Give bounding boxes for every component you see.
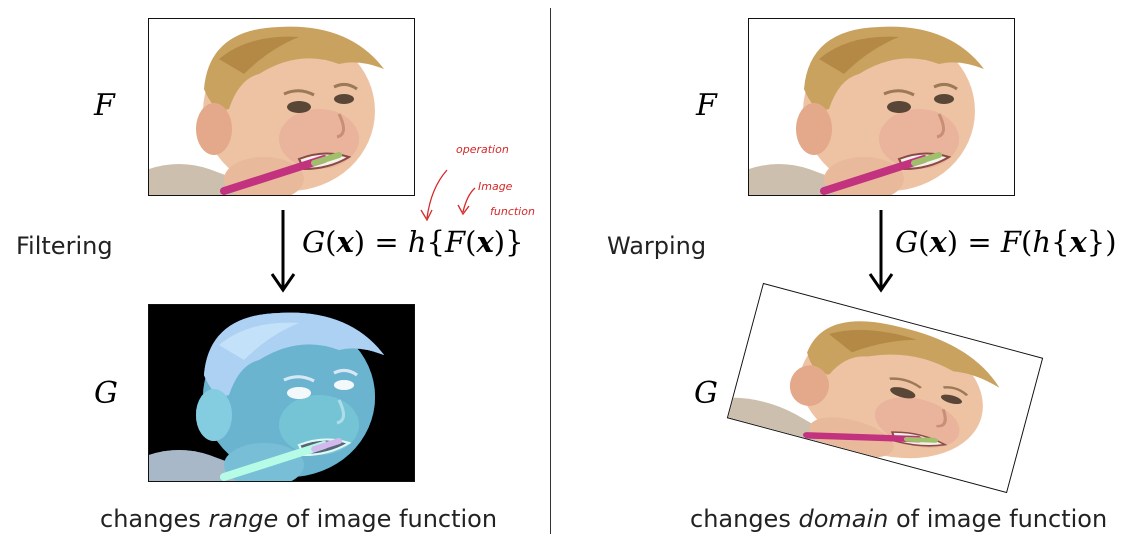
filtering-down-arrow	[270, 210, 296, 293]
left-bottom-symbol: G	[94, 376, 118, 411]
annotation-arrows	[420, 169, 476, 222]
warping-caption: changes domain of image function	[690, 505, 1108, 533]
eq-x2-right: x	[1069, 225, 1087, 259]
caption-range: range	[208, 505, 279, 533]
right-bottom-symbol: G	[694, 376, 718, 411]
right-top-symbol: F	[696, 88, 717, 123]
filtering-label: Filtering	[16, 232, 113, 260]
eq-x2: x	[476, 225, 494, 259]
filtering-equation: G(x) = h{F(x)}	[302, 225, 524, 259]
warping-equation: G(x) = F(h{x})	[895, 225, 1117, 259]
eq-h-right: h	[1032, 225, 1051, 259]
filtering-caption: changes range of image function	[100, 505, 498, 533]
annotation-function: function	[490, 205, 535, 218]
left-top-symbol: F	[94, 88, 115, 123]
eq-g-right: G	[895, 225, 919, 259]
eq-f: F	[445, 225, 466, 259]
eq-g: G	[302, 225, 326, 259]
annotation-operation: operation	[456, 143, 509, 156]
warping-input-image	[748, 18, 1015, 196]
warping-down-arrow	[868, 210, 894, 293]
filtering-output-image	[148, 304, 415, 482]
eq-f-right: F	[1000, 225, 1021, 259]
warping-label: Warping	[607, 232, 707, 260]
eq-h: h	[407, 225, 427, 259]
warping-output-image	[726, 282, 1044, 494]
filtering-input-image	[148, 18, 415, 196]
panel-divider	[550, 8, 551, 534]
eq-x1: x	[336, 225, 354, 259]
annotation-image: Image	[478, 180, 513, 193]
caption-domain: domain	[798, 505, 889, 533]
eq-x1-right: x	[929, 225, 947, 259]
